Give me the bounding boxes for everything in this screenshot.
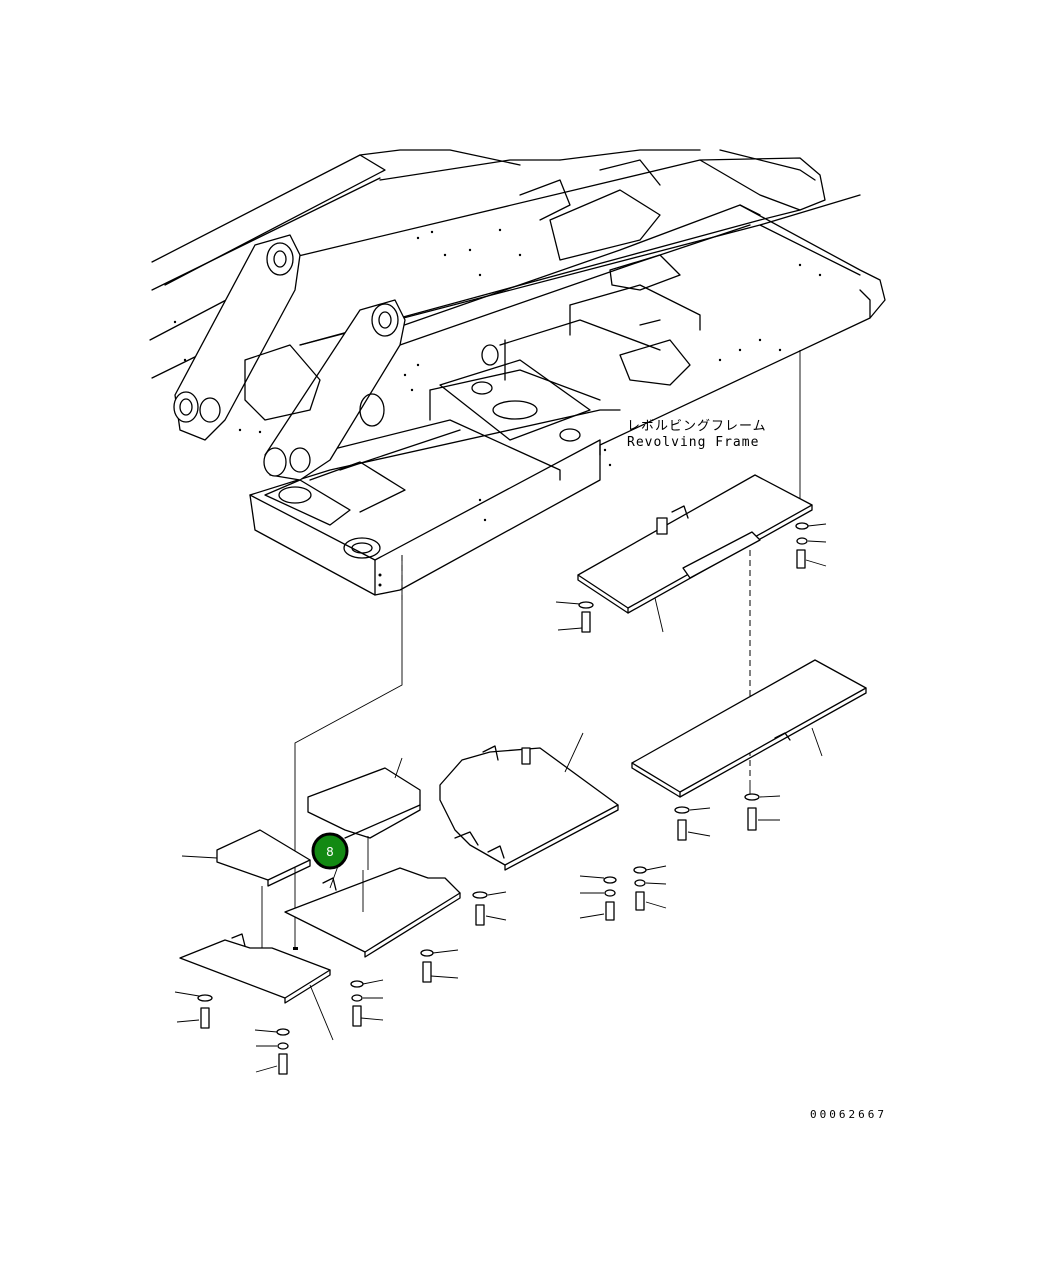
cover-panel-upper-right <box>555 474 827 633</box>
callout-number: 8 <box>326 845 334 859</box>
drawing-code: 00062667 <box>810 1108 887 1121</box>
cover-panel-lower-right <box>631 659 867 911</box>
cover-panel-left-center <box>284 757 461 1027</box>
frame-label-en: Revolving Frame <box>627 435 759 450</box>
frame-label-jp: レボルビングフレーム <box>627 419 767 434</box>
frame-rivets <box>173 228 822 587</box>
cover-panel-middle <box>439 732 619 926</box>
revolving-frame <box>149 149 886 596</box>
callout-8[interactable]: 8 <box>311 832 349 889</box>
callout-circle[interactable] <box>311 832 349 870</box>
cover-panel-left <box>174 829 334 1075</box>
